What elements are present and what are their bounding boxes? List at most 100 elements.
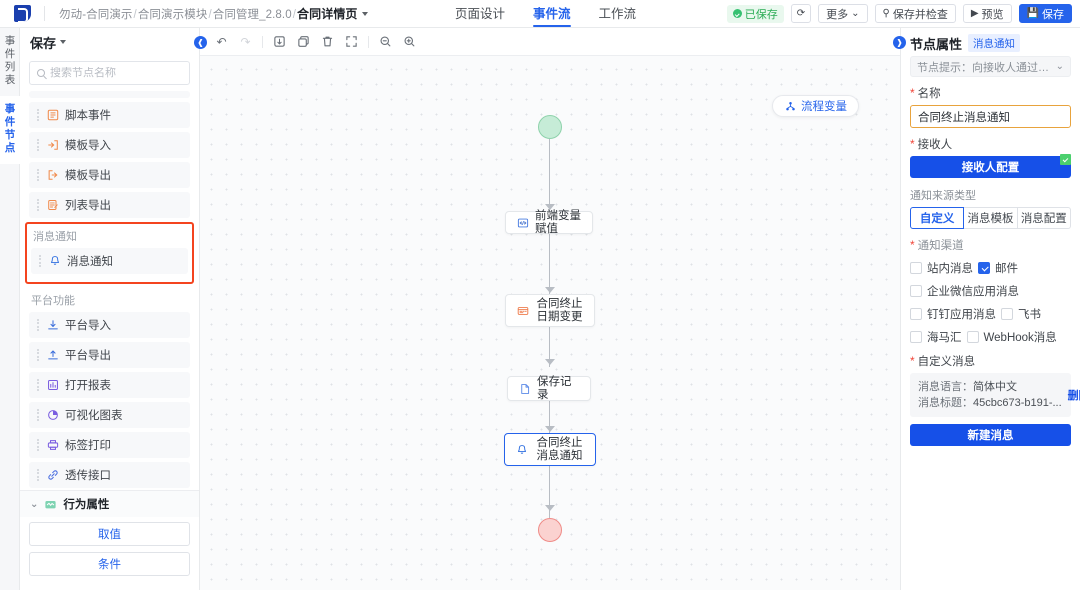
save-button[interactable]: 💾 保存 xyxy=(1018,4,1072,23)
more-button[interactable]: 更多 ⌄ xyxy=(818,4,868,23)
checkbox-box[interactable] xyxy=(966,331,979,343)
drag-handle-icon[interactable] xyxy=(37,379,40,391)
flow-node-start[interactable] xyxy=(538,115,562,139)
checkbox-email[interactable]: 邮件 xyxy=(978,260,1018,276)
receiver-config-button[interactable]: 接收人配置 xyxy=(910,154,1071,178)
flow-node-contract-end-notification[interactable]: 合同终止消息通知 xyxy=(504,433,596,466)
drag-handle-icon[interactable] xyxy=(37,109,40,121)
list-item[interactable]: 透传接口 xyxy=(29,462,190,488)
checkbox-box[interactable] xyxy=(978,262,990,274)
flow-node-end[interactable] xyxy=(538,518,562,542)
checkbox-box[interactable] xyxy=(1001,308,1013,320)
undo-icon[interactable]: ↶ xyxy=(216,34,227,49)
flow-node-save-record[interactable]: 保存记录 xyxy=(507,376,591,401)
checkbox-wecom-message[interactable]: 企业微信应用消息 xyxy=(910,283,1019,299)
tab-workflow[interactable]: 工作流 xyxy=(598,7,637,21)
copy-icon[interactable] xyxy=(296,34,311,49)
source-type-custom[interactable]: 自定义 xyxy=(910,207,965,229)
checkbox-internal-message[interactable]: 站内消息 xyxy=(910,260,973,276)
checkbox-webhook-message[interactable]: WebHook消息 xyxy=(966,329,1057,345)
list-item[interactable]: 消息通知 xyxy=(31,248,188,274)
list-item[interactable]: 平台导入 xyxy=(29,312,190,338)
channel-field-label: * 通知渠道 xyxy=(910,237,1071,253)
breadcrumb-part-1[interactable]: 合同演示模块 xyxy=(137,9,208,21)
list-item[interactable]: 模板导出 xyxy=(29,162,190,188)
name-input[interactable]: 合同终止消息通知 xyxy=(910,105,1071,128)
source-type-template[interactable]: 消息模板 xyxy=(964,207,1018,229)
list-item[interactable]: 可视化图表 xyxy=(29,402,190,428)
collapse-left-panel-button[interactable]: ❰ xyxy=(194,36,207,49)
checkbox-box[interactable] xyxy=(910,262,922,274)
preview-button[interactable]: ▶ 预览 xyxy=(962,4,1012,23)
drag-handle-icon[interactable] xyxy=(39,255,42,267)
zoom-out-icon[interactable] xyxy=(378,34,393,49)
tab-page-design[interactable]: 页面设计 xyxy=(455,7,506,21)
flow-node-frontend-variable-assign[interactable]: 前端变量赋值 xyxy=(505,210,593,235)
chevron-down-icon[interactable]: ⌄ xyxy=(30,498,39,510)
breadcrumb-part-2[interactable]: 合同管理_2.8.0 xyxy=(212,9,292,21)
code-icon xyxy=(516,216,529,229)
new-message-button[interactable]: 新建消息 xyxy=(910,424,1071,446)
breadcrumb-current[interactable]: 合同详情页 xyxy=(297,7,358,21)
logo-icon xyxy=(13,5,31,22)
checkbox-box[interactable] xyxy=(910,285,922,297)
condition-button[interactable]: 条件 xyxy=(29,552,190,576)
delete-message-button[interactable]: 删除 xyxy=(1067,390,1080,402)
behavior-buttons: 取值 条件 xyxy=(20,517,199,590)
checkbox-dingtalk-message[interactable]: 钉钉应用消息 xyxy=(910,306,996,322)
checkbox-box[interactable] xyxy=(910,331,922,343)
collapse-right-panel-button[interactable]: ❱ xyxy=(893,36,906,49)
flow-node-contract-end-date-change[interactable]: 合同终止日期变更 xyxy=(505,294,595,327)
list-item[interactable]: 打开报表 xyxy=(29,372,190,398)
delete-icon[interactable] xyxy=(320,34,335,49)
app-logo[interactable] xyxy=(0,0,44,27)
save-and-check-button[interactable]: ⚲ 保存并检查 xyxy=(874,4,956,23)
rail-item-event-list[interactable]: 事 件 列 表 xyxy=(0,28,20,96)
rail-item-event-node[interactable]: 事 件 节 点 xyxy=(0,96,20,164)
checkbox-label: 飞书 xyxy=(1018,309,1041,321)
breadcrumb-part-0[interactable]: 勿动-合同演示 xyxy=(59,9,133,21)
search-input[interactable] xyxy=(50,67,182,79)
flow-variable-label: 流程变量 xyxy=(801,101,847,113)
checkbox-feishu[interactable]: 飞书 xyxy=(1001,306,1041,322)
list-item[interactable]: 列表导出 xyxy=(29,192,190,218)
drag-handle-icon[interactable] xyxy=(37,349,40,361)
search-box[interactable] xyxy=(29,61,190,85)
list-item[interactable]: 模板导入 xyxy=(29,132,190,158)
checkbox-haimahui[interactable]: 海马汇 xyxy=(910,329,962,345)
list-item-label: 平台导入 xyxy=(65,320,111,332)
refresh-button[interactable]: ⟳ xyxy=(790,4,812,23)
insert-icon[interactable] xyxy=(272,34,287,49)
list-item[interactable]: 脚本事件 xyxy=(29,102,190,128)
drag-handle-icon[interactable] xyxy=(37,469,40,481)
message-card[interactable]: 消息语言：简体中文 消息标题：45cbc673-b191-... 删除 xyxy=(910,373,1080,417)
value-button[interactable]: 取值 xyxy=(29,522,190,546)
group-label: 消息通知 xyxy=(33,231,77,243)
breadcrumb[interactable]: 勿动-合同演示/合同演示模块/合同管理_2.8.0/合同详情页 xyxy=(59,5,368,22)
chevron-down-icon[interactable] xyxy=(60,40,67,44)
chevron-down-icon[interactable] xyxy=(361,12,368,16)
list-item-partial[interactable] xyxy=(29,91,190,98)
list-item[interactable]: 标签打印 xyxy=(29,432,190,458)
fit-screen-icon[interactable] xyxy=(344,34,359,49)
drag-handle-icon[interactable] xyxy=(37,409,40,421)
node-list[interactable]: 脚本事件 模板导入 模板导出 列表导出 xyxy=(20,91,199,490)
source-type-config[interactable]: 消息配置 xyxy=(1017,207,1071,229)
drag-handle-icon[interactable] xyxy=(37,169,40,181)
drag-handle-icon[interactable] xyxy=(37,439,40,451)
drag-handle-icon[interactable] xyxy=(37,319,40,331)
zoom-in-icon[interactable] xyxy=(402,34,417,49)
checkbox-box[interactable] xyxy=(910,308,922,320)
behavior-properties-header[interactable]: ⌄ 行为属性 xyxy=(20,491,199,517)
preview-label: 预览 xyxy=(981,8,1004,21)
flow-variable-button[interactable]: 流程变量 xyxy=(772,95,859,117)
tab-event-flow[interactable]: 事件流 xyxy=(533,0,571,27)
drag-handle-icon[interactable] xyxy=(37,199,40,211)
node-hint-select[interactable]: 节点提示：向接收人通过维护的渠 ⌄ xyxy=(910,56,1071,77)
flow-canvas[interactable]: 流程变量 前端变量赋值 xyxy=(200,56,900,590)
redo-icon[interactable]: ↷ xyxy=(240,34,251,49)
drag-handle-icon[interactable] xyxy=(37,139,40,151)
list-item[interactable]: 平台导出 xyxy=(29,342,190,368)
more-label: 更多 xyxy=(826,8,849,21)
